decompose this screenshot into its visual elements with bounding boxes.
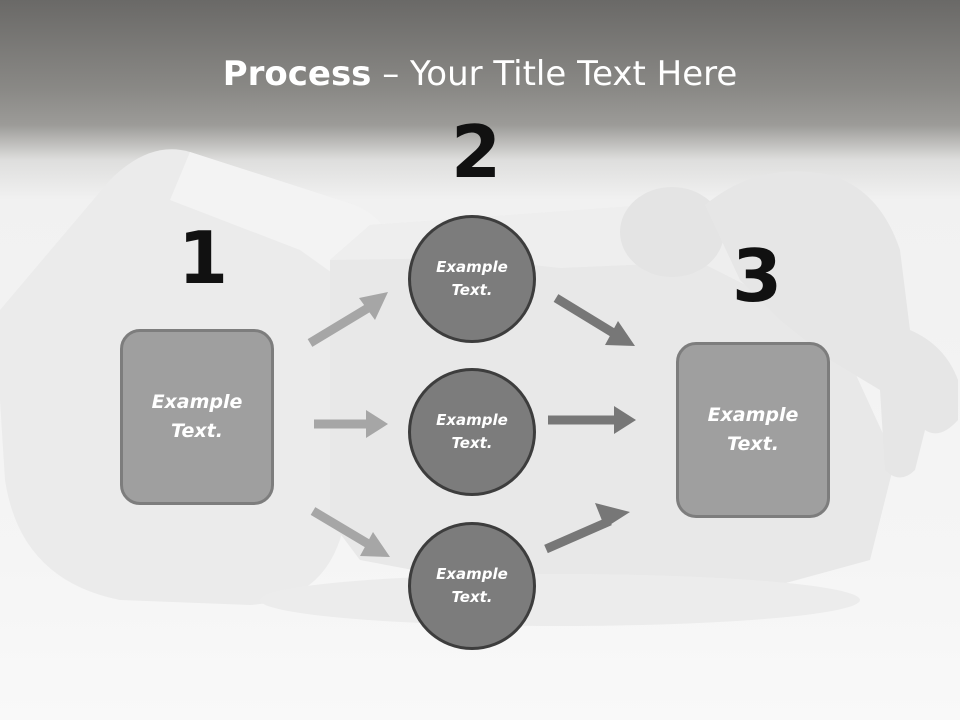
title-bold: Process bbox=[222, 54, 372, 94]
arrow-box1-to-circle-top bbox=[307, 292, 388, 347]
step-2-circle-middle: Example Text. bbox=[408, 368, 536, 496]
step-number-3: 3 bbox=[732, 234, 783, 318]
step-2-circle-bottom: Example Text. bbox=[408, 522, 536, 650]
circle-middle-text-line-2: Text. bbox=[451, 434, 493, 452]
step-3-box: Example Text. bbox=[676, 342, 830, 518]
circle-top-text-line-1: Example bbox=[436, 258, 508, 276]
step-3-text-line-1: Example bbox=[707, 404, 799, 426]
step-number-1: 1 bbox=[178, 216, 229, 300]
step-3-text-line-2: Text. bbox=[727, 433, 779, 455]
step-1-text-line-1: Example bbox=[151, 391, 243, 413]
circle-bottom-text-line-1: Example bbox=[436, 565, 508, 583]
arrow-circle-top-to-box3 bbox=[553, 294, 635, 346]
step-1-text-line-2: Text. bbox=[171, 420, 223, 442]
circle-bottom-text-line-2: Text. bbox=[451, 588, 493, 606]
title-rest: – Your Title Text Here bbox=[371, 54, 738, 94]
circle-middle-text-line-1: Example bbox=[436, 411, 508, 429]
arrow-circle-middle-to-box3 bbox=[548, 406, 636, 434]
arrow-box1-to-circle-middle bbox=[314, 410, 388, 438]
step-2-circle-top: Example Text. bbox=[408, 215, 536, 343]
arrow-box1-to-circle-bottom bbox=[310, 507, 390, 557]
step-number-2: 2 bbox=[451, 110, 502, 194]
arrow-circle-bottom-to-box3 bbox=[544, 503, 630, 554]
circle-top-text-line-2: Text. bbox=[451, 281, 493, 299]
step-1-box: Example Text. bbox=[120, 329, 274, 505]
slide-title: Process – Your Title Text Here bbox=[0, 52, 960, 96]
